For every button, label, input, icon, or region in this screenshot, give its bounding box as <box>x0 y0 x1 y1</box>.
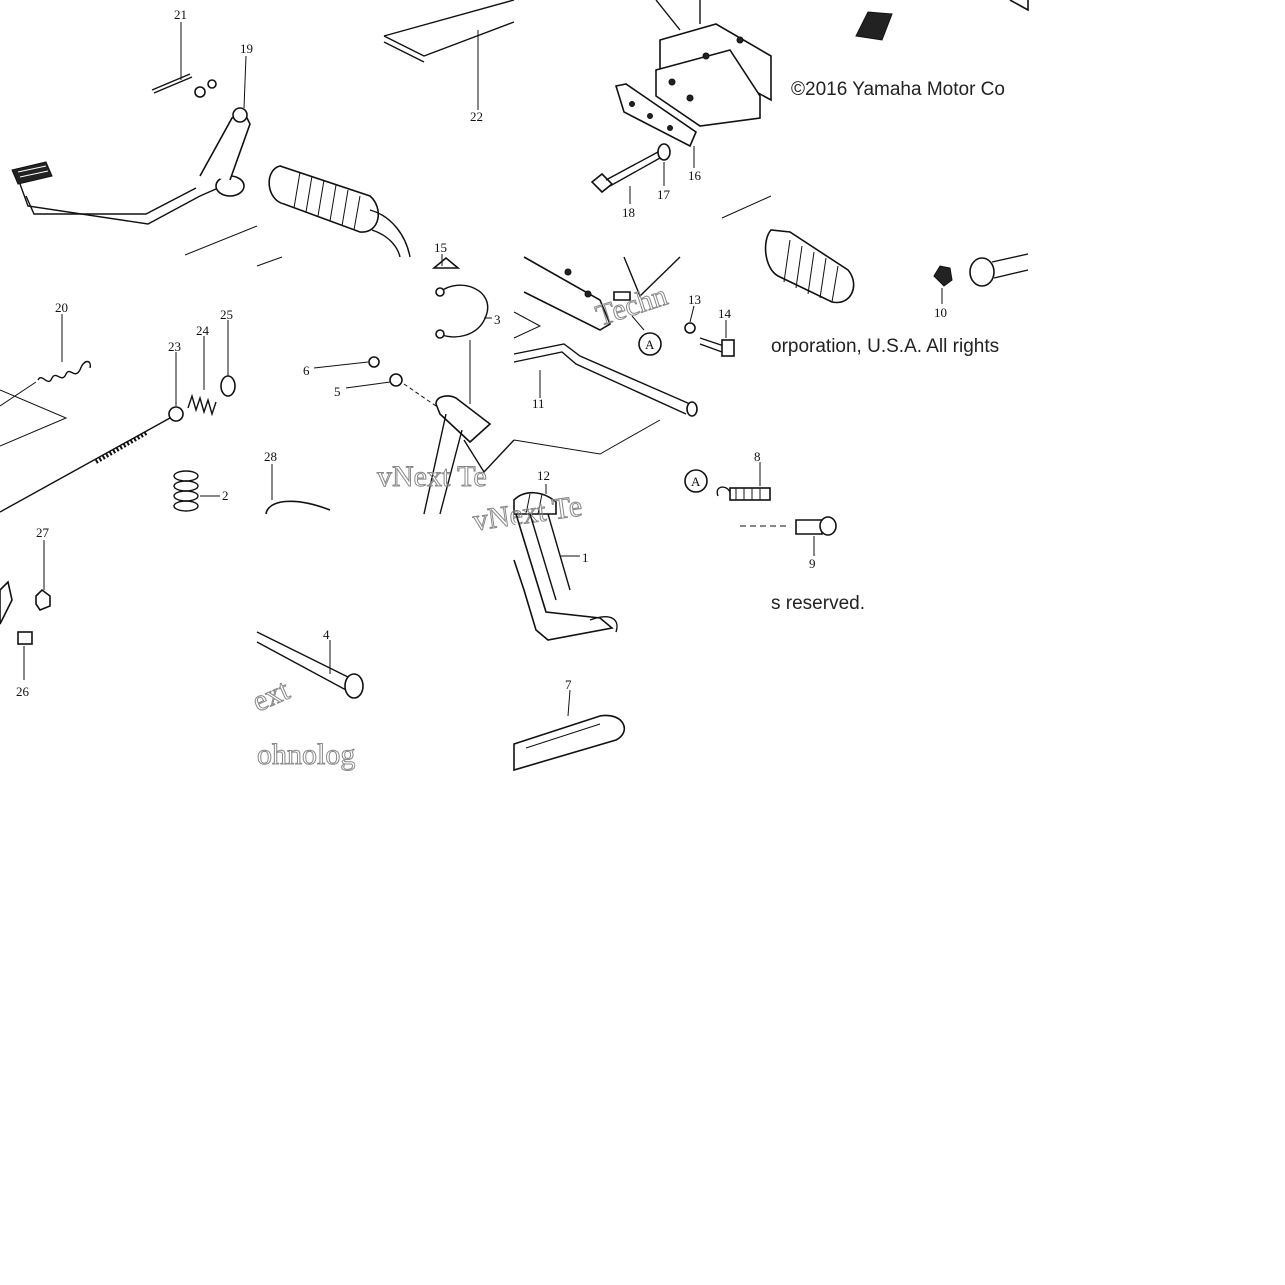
rubber-pad <box>265 500 331 515</box>
callout-5: 5 <box>334 384 341 399</box>
cotter-clip <box>431 256 461 269</box>
brake-pedal-pad <box>11 161 53 185</box>
copyright-line-2: orporation, U.S.A. All rights <box>771 336 999 357</box>
stand-pad-12 <box>513 491 557 515</box>
callout-8: 8 <box>754 449 761 464</box>
callout-18: 18 <box>622 205 635 220</box>
tile-center-stand: 1 7 <box>513 513 626 772</box>
callout-13: 13 <box>688 292 701 307</box>
callout-1: 1 <box>582 550 589 565</box>
callout-10: 10 <box>934 305 947 320</box>
callout-27: 27 <box>36 525 50 540</box>
stand-extension <box>513 714 626 772</box>
adjusting-nut <box>168 406 184 422</box>
shift-arm <box>0 580 13 625</box>
footrest-bolt <box>969 253 1029 287</box>
callout-16: 16 <box>688 168 702 183</box>
tile-footrest: 22 <box>268 0 515 258</box>
washer <box>194 86 206 98</box>
coil-spring <box>173 470 199 512</box>
footrest-rubber-right <box>764 229 855 304</box>
circlip <box>435 284 489 339</box>
tile-frame-bracket: 18 17 16 <box>590 0 772 220</box>
bolt-marker-a: A <box>613 291 662 356</box>
watermark-2: Techn <box>592 279 672 333</box>
center-stand <box>513 513 618 641</box>
callout-11: 11 <box>532 396 545 411</box>
callout-3: 3 <box>494 312 501 327</box>
copyright-line-3: s reserved. <box>771 593 865 614</box>
grease-nipple <box>35 588 51 611</box>
callout-20: 20 <box>55 300 68 315</box>
stand-pivot-tube <box>435 395 492 444</box>
callout-12: 12 <box>537 468 550 483</box>
watermark-4: ext <box>247 673 295 718</box>
copyright-line-1: ©2016 Yamaha Motor Co <box>791 79 1005 100</box>
bolt-14 <box>699 337 735 357</box>
callout-25: 25 <box>220 307 233 322</box>
rod-spring <box>187 393 217 417</box>
callout-2: 2 <box>222 488 229 503</box>
brake-return-spring <box>0 360 92 407</box>
tile-shift-parts: 27 26 <box>0 525 51 699</box>
callout-17: 17 <box>657 187 671 202</box>
tile-brake-rod: 20 23 24 25 2 <box>0 300 236 513</box>
tile-copyright-top: ©2016 Yamaha Motor Co <box>721 0 1029 219</box>
clip-part <box>855 11 893 41</box>
brake-pedal-arm <box>19 181 233 225</box>
callout-14: 14 <box>718 306 732 321</box>
tile-pivot-bolt: 9 s reserved. <box>740 516 865 614</box>
tile-pivot-shaft: 4 ext ohnolog <box>247 627 364 772</box>
spring-collar <box>220 375 236 397</box>
marker-a-2: A <box>684 469 708 493</box>
tile-brake-pedal: 21 19 <box>11 7 258 256</box>
callout-28: 28 <box>264 449 277 464</box>
footrest-rubber <box>268 165 379 233</box>
callout-19: 19 <box>240 41 253 56</box>
callout-21: 21 <box>174 7 187 22</box>
marker-a-1: A <box>645 337 655 352</box>
stand-bar <box>513 343 698 417</box>
callout-15: 15 <box>434 240 447 255</box>
callout-4: 4 <box>323 627 330 642</box>
stand-spring <box>716 486 771 501</box>
callout-7: 7 <box>565 677 572 692</box>
frame-section <box>513 256 681 339</box>
washer-small <box>368 356 380 368</box>
callout-23: 23 <box>168 339 181 354</box>
callout-22: 22 <box>470 109 483 124</box>
mounting-plate <box>614 83 697 148</box>
frame-bracket <box>655 23 772 127</box>
callout-6: 6 <box>303 363 310 378</box>
cotter-pin <box>151 73 191 91</box>
spring-washer <box>657 143 671 161</box>
tile-pivot: 15 3 6 5 vNext Te 28 <box>256 240 515 515</box>
nut-10 <box>933 265 953 287</box>
pivot-bolt-9 <box>795 516 837 536</box>
footrest-plate <box>383 0 515 63</box>
svg-text:A: A <box>691 474 701 489</box>
bolt-26 <box>17 631 33 645</box>
pivot-shaft <box>256 631 364 699</box>
watermark-3: vNext Te <box>471 490 584 538</box>
callout-26: 26 <box>16 684 30 699</box>
callout-9: 9 <box>809 556 816 571</box>
bolt <box>590 151 661 194</box>
tile-footrest-right: 10 orporation, U.S.A. All rights <box>764 229 1029 357</box>
spring-washer-13 <box>684 322 696 334</box>
footrest-bar <box>369 209 411 258</box>
washer-large <box>389 373 403 387</box>
tile-stand-bar: Techn A 13 14 11 A <box>470 256 771 538</box>
callout-24: 24 <box>196 323 210 338</box>
watermark-1: vNext Te <box>377 460 487 493</box>
brake-rod <box>0 417 171 513</box>
watermark-5: ohnolog <box>257 738 355 771</box>
